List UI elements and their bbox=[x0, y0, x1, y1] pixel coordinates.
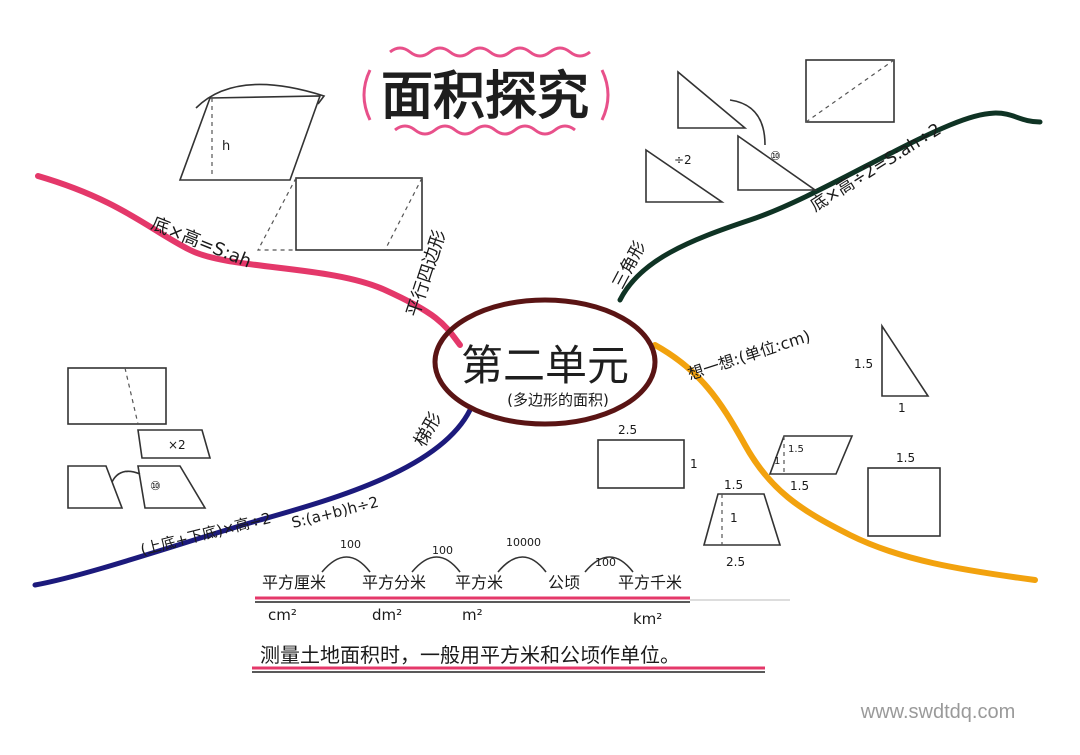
think-triangle: 1.5 1 bbox=[854, 323, 930, 415]
label-think: 想一想:(单位:cm) bbox=[685, 326, 812, 384]
note-text: 测量土地面积时，一般用平方米和公顷作单位。 bbox=[260, 643, 680, 667]
svg-text:2.5: 2.5 bbox=[618, 423, 637, 437]
think-square: 1.5 bbox=[867, 451, 941, 537]
svg-text:1.5: 1.5 bbox=[896, 451, 915, 465]
title-decoration bbox=[362, 46, 610, 136]
formula-parallelogram: 底×高=S:ah bbox=[148, 213, 254, 272]
center-subtitle: (多边形的面积) bbox=[507, 391, 609, 409]
think-trapezoid: 1.5 1 2.5 bbox=[702, 478, 782, 569]
unit-symbol: m² bbox=[462, 606, 483, 624]
trapezoid-mult-mark: ×2 bbox=[168, 438, 186, 452]
label-parallelogram: 平行四边形 bbox=[403, 227, 451, 319]
svg-text:1.5: 1.5 bbox=[854, 357, 873, 371]
unit-rate: 100 bbox=[595, 556, 616, 569]
unit-item: 平方厘米 bbox=[262, 573, 326, 592]
formula-triangle: 底×高÷2=S:ah÷2 bbox=[807, 120, 945, 217]
parallelogram-height-mark: h bbox=[222, 139, 230, 154]
svg-text:1: 1 bbox=[898, 401, 906, 415]
watermark: www.swdtdq.com bbox=[860, 701, 1016, 723]
unit-symbol: km² bbox=[633, 610, 662, 628]
note-line: 测量土地面积时，一般用平方米和公顷作单位。 bbox=[252, 643, 765, 673]
unit-rate: 100 bbox=[340, 538, 361, 551]
unit-rate: 100 bbox=[432, 544, 453, 557]
svg-text:1: 1 bbox=[690, 457, 698, 471]
unit-symbol: cm² bbox=[268, 606, 297, 624]
unit-item: 平方分米 bbox=[362, 573, 426, 592]
triangle-div-mark: ÷2 bbox=[674, 153, 692, 167]
formula-trapezoid: (上底+下底)×高÷2 bbox=[139, 509, 273, 559]
label-triangle: 三角形 bbox=[609, 238, 651, 292]
think-parallelogram: 1.5 1 1.5 bbox=[768, 435, 854, 493]
triangle-sketches: ÷2 ⑩ bbox=[645, 59, 895, 203]
svg-text:1.5: 1.5 bbox=[788, 444, 804, 455]
branch-parallelogram bbox=[35, 173, 463, 348]
unit-strip: 平方厘米 平方分米 平方米 公顷 平方千米 cm² dm² m² km² 100… bbox=[255, 536, 790, 628]
branch-think bbox=[652, 342, 1038, 583]
triangle-rot-mark: ⑩ bbox=[770, 149, 781, 163]
svg-text:1.5: 1.5 bbox=[724, 478, 743, 492]
branch-triangle bbox=[617, 110, 1043, 303]
unit-item: 公顷 bbox=[548, 573, 580, 592]
unit-item: 平方千米 bbox=[618, 573, 682, 592]
unit-item: 平方米 bbox=[455, 573, 503, 592]
svg-text:1: 1 bbox=[774, 456, 780, 467]
page-title: 面积探究 bbox=[381, 66, 589, 127]
trapezoid-sketches: ×2 ⑩ bbox=[67, 367, 212, 509]
svg-text:1: 1 bbox=[730, 511, 738, 525]
unit-rate: 10000 bbox=[506, 536, 541, 549]
svg-text:1.5: 1.5 bbox=[790, 479, 809, 493]
branch-trapezoid bbox=[32, 407, 473, 588]
parallelogram-sketch: h bbox=[178, 83, 326, 181]
unit-symbol: dm² bbox=[372, 606, 402, 624]
svg-text:2.5: 2.5 bbox=[726, 555, 745, 569]
parallelogram-to-rectangle-sketch bbox=[257, 177, 423, 251]
center-node bbox=[432, 297, 658, 427]
think-rectangle: 2.5 1 bbox=[597, 423, 698, 489]
center-title: 第二单元 bbox=[461, 341, 629, 390]
trapezoid-rot-mark: ⑩ bbox=[150, 479, 161, 493]
